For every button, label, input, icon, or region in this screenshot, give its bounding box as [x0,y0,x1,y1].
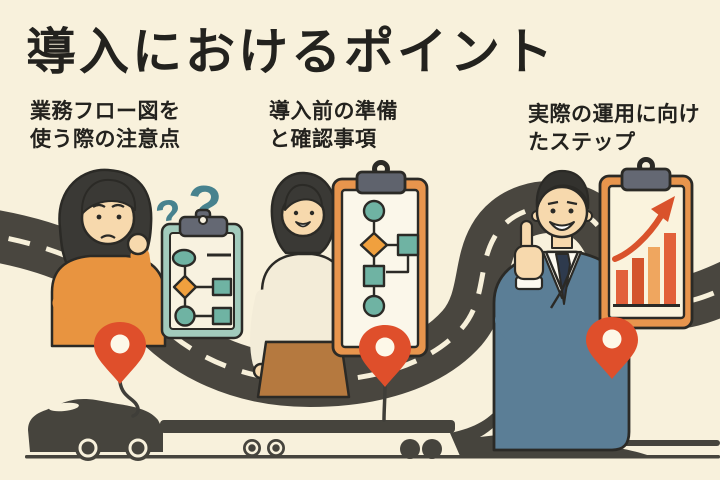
arm-hanging [250,289,271,370]
trailer-wheel [267,439,285,457]
flowchart-graphic [359,199,420,318]
bar-chart-graphic [612,196,680,307]
eye [550,208,556,214]
trailer-wheel [400,439,420,459]
location-pin-icon [94,322,146,384]
hair-bangs [284,183,323,211]
chart-bar [632,258,644,304]
flow-node-box [211,277,233,297]
pin-stem [382,384,387,422]
flowchart-graphic [171,248,233,327]
pin-hole [375,337,395,357]
flow-node-box [211,306,233,326]
eye [116,214,122,220]
smile-mouth [549,221,575,231]
tie [555,253,571,305]
location-pins [94,317,638,387]
eye [293,210,299,216]
smile-mouth [295,221,311,228]
clipboard-clip [620,167,672,192]
forearm-up [130,246,156,308]
pin-hole [110,334,130,354]
clipboard-clip [355,170,407,195]
trailer-bar [160,420,455,433]
page-title: 導入におけるポイント [26,24,556,80]
hair [535,169,590,210]
heading-line: 使う際の注意点 [30,128,181,152]
trailer-wheel [422,439,442,459]
heading-line: 導入前の準備 [269,100,398,123]
heading-line: 業務フロー図を [30,100,181,123]
frown-mouth [100,234,116,239]
car-window [49,402,79,412]
location-pin-icon [586,317,638,379]
brow [566,200,578,206]
suit-lapel [560,251,580,291]
chart-baseline [613,304,680,307]
clipboard-flowchart-icon-1 [160,208,244,340]
heading-line: たステップ [528,131,636,155]
chart-bar [648,247,660,304]
flow-node-box [362,264,386,288]
person-pointing-illustration [492,169,631,452]
person-confused-illustration [50,168,167,348]
flow-node-diamond [359,231,389,259]
heading-line: と確認事項 [269,128,377,152]
eye [568,208,574,214]
hair-bangs [80,178,137,215]
location-pin-icon [359,325,411,387]
section-heading-1: 業務フロー図を 使う際の注意点 [30,98,181,155]
fist [513,244,545,281]
arm-across [52,293,156,331]
eye [309,210,315,216]
flow-node-box [396,233,420,257]
worried-brow [92,203,106,208]
growth-arrow [612,213,664,262]
flow-node-circle [362,294,386,318]
section-heading-2: 導入前の準備 と確認事項 [269,98,398,155]
chart-bar [616,270,628,304]
arm-sleeve [495,288,542,346]
flow-node-circle [174,305,196,327]
heading-line: 実際の運用に向け [528,103,700,126]
trailer-wheel [243,439,261,457]
brow [547,200,559,206]
clip-hole [198,215,208,225]
eye [96,214,102,220]
face [535,185,589,239]
flow-node-ellipse [171,248,197,268]
clipboard-flowchart-icon-2 [331,160,429,358]
section-heading-3: 実際の運用に向け たステップ [528,101,700,158]
clipboard-barchart-icon [598,157,694,330]
pin-hole [602,329,622,349]
worried-brow [111,203,125,208]
chart-bar [664,233,676,304]
skirt [256,340,351,399]
flow-node-circle [362,199,386,223]
pin-stem [118,380,140,418]
growth-arrow-head [651,196,675,222]
flow-node-diamond [172,274,198,300]
hand-on-chin [126,232,150,256]
